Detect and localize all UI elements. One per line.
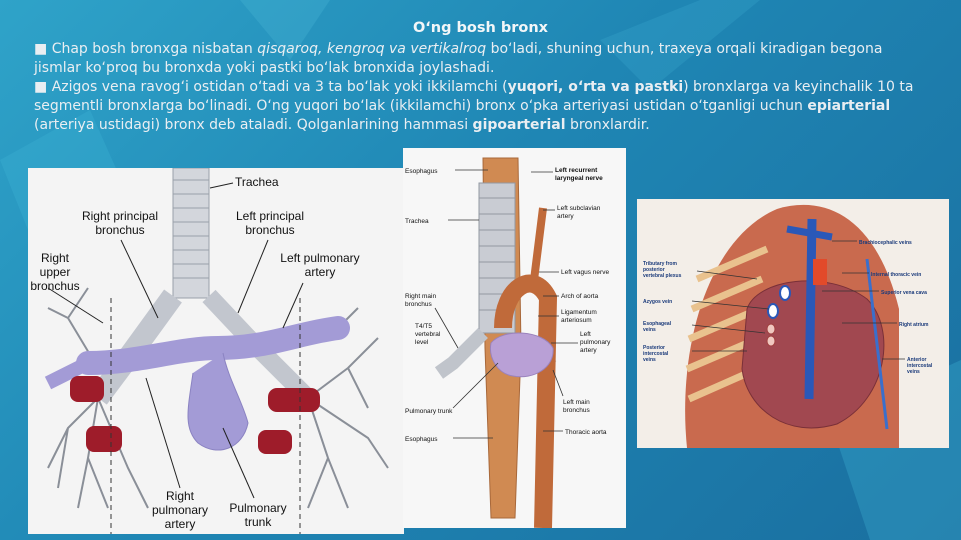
- bronchi-diagram: Trachea Right principal bronchus Left pr…: [30, 168, 389, 534]
- label-pulmonary-trunk-1: Pulmonary: [229, 501, 286, 515]
- label-left-principal-2: bronchus: [245, 223, 294, 237]
- label-right-upper-2: upper: [40, 265, 71, 279]
- bronchial-tree: [47, 287, 389, 509]
- label-trachea: Trachea: [235, 175, 279, 189]
- leader-lines: [434, 169, 578, 439]
- label-posterior-intercostal-3: veins: [643, 357, 656, 363]
- label-posterior-intercostal-1: Posterior: [643, 345, 665, 351]
- label-internal-thoracic: Internal thoracic vein: [871, 272, 921, 278]
- label-left-pulmonary-2: pulmonary: [580, 339, 611, 346]
- p1-text-a: Chap bosh bronxga nisbatan: [51, 41, 258, 57]
- label-t4-1: T4/T5: [415, 323, 432, 330]
- label-esophagus-bottom: Esophagus: [405, 436, 438, 443]
- paragraph-2: ■ Azigos vena ravog‘i ostidan o‘tadi va …: [34, 78, 924, 135]
- paragraph-1: ■ Chap bosh bronxga nisbatan qisqaroq, k…: [34, 40, 924, 78]
- trachea-esophagus-figure: Esophagus Trachea Right main bronchus T4…: [403, 148, 626, 528]
- label-right-principal-1: Right principal: [82, 209, 158, 223]
- label-right-atrium: Right atrium: [899, 322, 929, 328]
- label-left-pulmonary-1: Left pulmonary: [280, 251, 359, 265]
- label-right-main-2: bronchus: [405, 301, 432, 308]
- leader-lines: [691, 240, 905, 360]
- label-left-vagus: Left vagus nerve: [561, 269, 609, 276]
- label-arch-aorta: Arch of aorta: [561, 293, 599, 300]
- label-brachiocephalic: Brachiocephalic veins: [859, 240, 912, 246]
- bronchi-pulmonary-artery-figure: Trachea Right principal bronchus Left pr…: [28, 168, 404, 534]
- p2-text-f: gipoarterial: [472, 117, 566, 133]
- label-esophagus-top: Esophagus: [405, 168, 438, 175]
- label-svc: Superior vena cava: [881, 290, 927, 296]
- label-right-upper-3: bronchus: [30, 279, 79, 293]
- p1-text-b: qisqaroq, kengroq va vertikalroq: [257, 41, 487, 57]
- body-text: ■ Chap bosh bronxga nisbatan qisqaroq, k…: [34, 40, 924, 135]
- label-pulmonary-trunk-2: trunk: [245, 515, 273, 529]
- label-right-pulmonary-1: Right: [166, 489, 195, 503]
- pulmonary-arteries: [44, 316, 350, 451]
- p1-text-c: bo‘ladi, shuning uchun, traxeya orqali k…: [34, 41, 883, 76]
- label-tributary-2: posterior: [643, 267, 665, 273]
- label-left-recurrent-2: laryngeal nerve: [555, 175, 603, 182]
- bullet-1: ■: [34, 41, 48, 57]
- label-left-subclavian-1: Left subclavian: [557, 205, 601, 212]
- p2-text-b: yuqori, o‘rta va pastki: [507, 79, 684, 95]
- bullet-2: ■: [34, 79, 48, 95]
- label-right-upper-1: Right: [41, 251, 70, 265]
- bronchus-cross-sections: [70, 376, 320, 454]
- label-left-principal-1: Left principal: [236, 209, 304, 223]
- label-thoracic-aorta: Thoracic aorta: [565, 429, 607, 436]
- label-pulmonary-trunk: Pulmonary trunk: [405, 408, 453, 415]
- label-right-principal-2: bronchus: [95, 223, 144, 237]
- p2-text-c: ) bronxlarga va keyinchalik 10 ta segmen…: [34, 79, 914, 114]
- label-right-pulmonary-3: artery: [165, 517, 196, 531]
- label-left-main-2: bronchus: [563, 407, 590, 414]
- label-tributary-3: vertebral plexus: [643, 273, 682, 279]
- p2-text-e: (arteriya ustidagi) bronx deb ataladi. Q…: [34, 117, 473, 133]
- veins: [766, 218, 889, 430]
- label-right-main-1: Right main: [405, 293, 436, 300]
- p2-text-d: epiarterial: [807, 98, 891, 114]
- mediastinum-diagram: Brachiocephalic veins Internal thoracic …: [637, 199, 949, 448]
- label-tributary-1: Tributary from: [643, 261, 677, 267]
- label-right-pulmonary-2: pulmonary: [152, 503, 208, 517]
- label-left-main-1: Left main: [563, 399, 590, 406]
- label-esophageal-2: veins: [643, 327, 656, 333]
- label-posterior-intercostal-2: intercostal: [643, 351, 669, 357]
- trachea-esophagus-diagram: Esophagus Trachea Right main bronchus T4…: [405, 157, 611, 528]
- label-anterior-intercostal-2: intercostal: [907, 363, 933, 369]
- label-esophageal-1: Esophageal: [643, 321, 672, 327]
- label-ligamentum-2: arteriosum: [561, 317, 592, 324]
- label-left-recurrent-1: Left recurrent: [555, 167, 598, 174]
- pulmonary-trunk-shape: [489, 332, 554, 378]
- p2-text-a: Azigos vena ravog‘i ostidan o‘tadi va 3 …: [51, 79, 508, 95]
- label-anterior-intercostal-3: veins: [907, 369, 920, 375]
- mediastinum-veins-figure: Brachiocephalic veins Internal thoracic …: [637, 199, 949, 448]
- label-left-pulmonary-2: artery: [305, 265, 336, 279]
- label-anterior-intercostal-1: Anterior: [907, 357, 927, 363]
- label-azygos: Azygos vein: [643, 299, 672, 305]
- label-t4-3: level: [415, 339, 429, 346]
- label-trachea: Trachea: [405, 218, 429, 225]
- label-left-pulmonary-3: artery: [580, 347, 597, 354]
- p2-text-g: bronxlardir.: [565, 117, 650, 133]
- label-t4-2: vertebral: [415, 331, 441, 338]
- label-left-pulmonary-1: Left: [580, 331, 591, 338]
- label-left-subclavian-2: artery: [557, 213, 574, 220]
- leader-lines: [47, 182, 304, 499]
- slide-title: O‘ng bosh bronx: [412, 20, 549, 36]
- label-ligamentum-1: Ligamentum: [561, 309, 597, 316]
